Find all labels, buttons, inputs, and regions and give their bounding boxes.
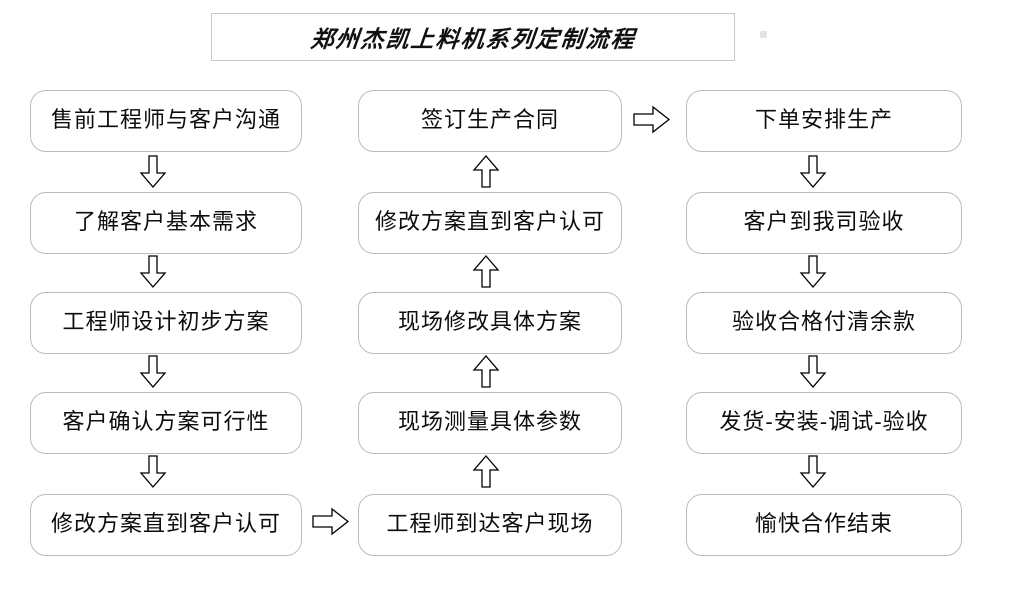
arrow-right-icon <box>633 105 671 134</box>
node-middle-1-label: 签订生产合同 <box>420 108 559 133</box>
arrow-right-icon <box>312 507 350 536</box>
node-right-5-label: 愉快合作结束 <box>754 512 893 537</box>
node-right-5[interactable]: 愉快合作结束 <box>686 494 962 556</box>
arrow-down-icon <box>139 355 167 388</box>
node-middle-5-label: 工程师到达客户现场 <box>386 512 594 537</box>
arrow-up-icon <box>472 255 500 288</box>
arrow-down-icon <box>139 155 167 188</box>
node-middle-1[interactable]: 签订生产合同 <box>358 90 622 152</box>
node-right-3-label: 验收合格付清余款 <box>731 310 916 335</box>
arrow-down-icon <box>799 355 827 388</box>
node-middle-4-label: 现场测量具体参数 <box>397 410 582 435</box>
node-right-3[interactable]: 验收合格付清余款 <box>686 292 962 354</box>
arrow-down-icon <box>139 255 167 288</box>
arrow-up-icon <box>472 355 500 388</box>
node-middle-5[interactable]: 工程师到达客户现场 <box>358 494 622 556</box>
arrow-down-icon <box>799 155 827 188</box>
page-title: 郑州杰凯上料机系列定制流程 <box>308 26 637 53</box>
node-left-3-label: 工程师设计初步方案 <box>62 310 270 335</box>
title-side-artifact <box>760 31 767 38</box>
arrow-down-icon <box>139 455 167 488</box>
node-left-2-label: 了解客户基本需求 <box>73 210 258 235</box>
node-right-2[interactable]: 客户到我司验收 <box>686 192 962 254</box>
node-middle-2-label: 修改方案直到客户认可 <box>374 210 605 235</box>
node-middle-2[interactable]: 修改方案直到客户认可 <box>358 192 622 254</box>
node-middle-3[interactable]: 现场修改具体方案 <box>358 292 622 354</box>
node-left-2[interactable]: 了解客户基本需求 <box>30 192 302 254</box>
node-right-1-label: 下单安排生产 <box>754 108 893 133</box>
arrow-down-icon <box>799 455 827 488</box>
node-right-4-label: 发货-安装-调试-验收 <box>719 410 929 435</box>
node-right-4[interactable]: 发货-安装-调试-验收 <box>686 392 962 454</box>
node-middle-3-label: 现场修改具体方案 <box>397 310 582 335</box>
node-left-3[interactable]: 工程师设计初步方案 <box>30 292 302 354</box>
node-left-5[interactable]: 修改方案直到客户认可 <box>30 494 302 556</box>
node-left-4-label: 客户确认方案可行性 <box>62 410 270 435</box>
node-left-1[interactable]: 售前工程师与客户沟通 <box>30 90 302 152</box>
node-left-4[interactable]: 客户确认方案可行性 <box>30 392 302 454</box>
node-right-1[interactable]: 下单安排生产 <box>686 90 962 152</box>
node-middle-4[interactable]: 现场测量具体参数 <box>358 392 622 454</box>
arrow-up-icon <box>472 155 500 188</box>
chart-title-box: 郑州杰凯上料机系列定制流程 <box>211 13 735 61</box>
node-left-5-label: 修改方案直到客户认可 <box>50 512 281 537</box>
arrow-up-icon <box>472 455 500 488</box>
node-right-2-label: 客户到我司验收 <box>743 210 905 235</box>
node-left-1-label: 售前工程师与客户沟通 <box>50 108 281 133</box>
arrow-down-icon <box>799 255 827 288</box>
